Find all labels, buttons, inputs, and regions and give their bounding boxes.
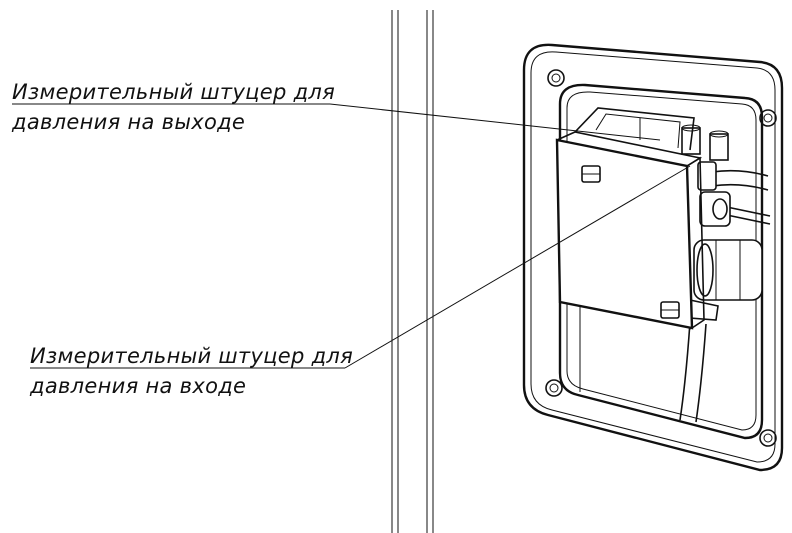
flange-bolt-top-left — [547, 69, 565, 87]
frame-post-right — [426, 10, 434, 533]
inlet-fitting-label-line1: Измерительный штуцер для — [30, 344, 354, 368]
outlet-fitting-label-line2: давления на выходе — [12, 110, 246, 134]
flange-bolt-bottom-left — [545, 379, 563, 397]
side-fitting — [697, 161, 717, 191]
inlet-fitting-label-line2: давления на входе — [30, 374, 247, 398]
valve-nut-large — [693, 239, 763, 301]
cover-screw-bottom — [660, 301, 680, 319]
cover-screw-top — [581, 165, 601, 183]
leader-inlet — [30, 165, 691, 369]
mounting-flange — [522, 43, 784, 472]
valve-nut-upper — [699, 191, 731, 227]
flange-opening — [558, 83, 764, 440]
flange-bolt-bottom-right — [759, 429, 777, 447]
flange-bolt-top-right — [759, 109, 777, 127]
cover-plate — [555, 131, 705, 330]
frame-post-left — [391, 10, 399, 533]
rear-box — [574, 107, 695, 151]
outlet-fitting-label-line1: Измерительный штуцер для — [12, 80, 336, 104]
leader-outlet — [12, 103, 661, 141]
top-fitting-2 — [709, 130, 729, 161]
